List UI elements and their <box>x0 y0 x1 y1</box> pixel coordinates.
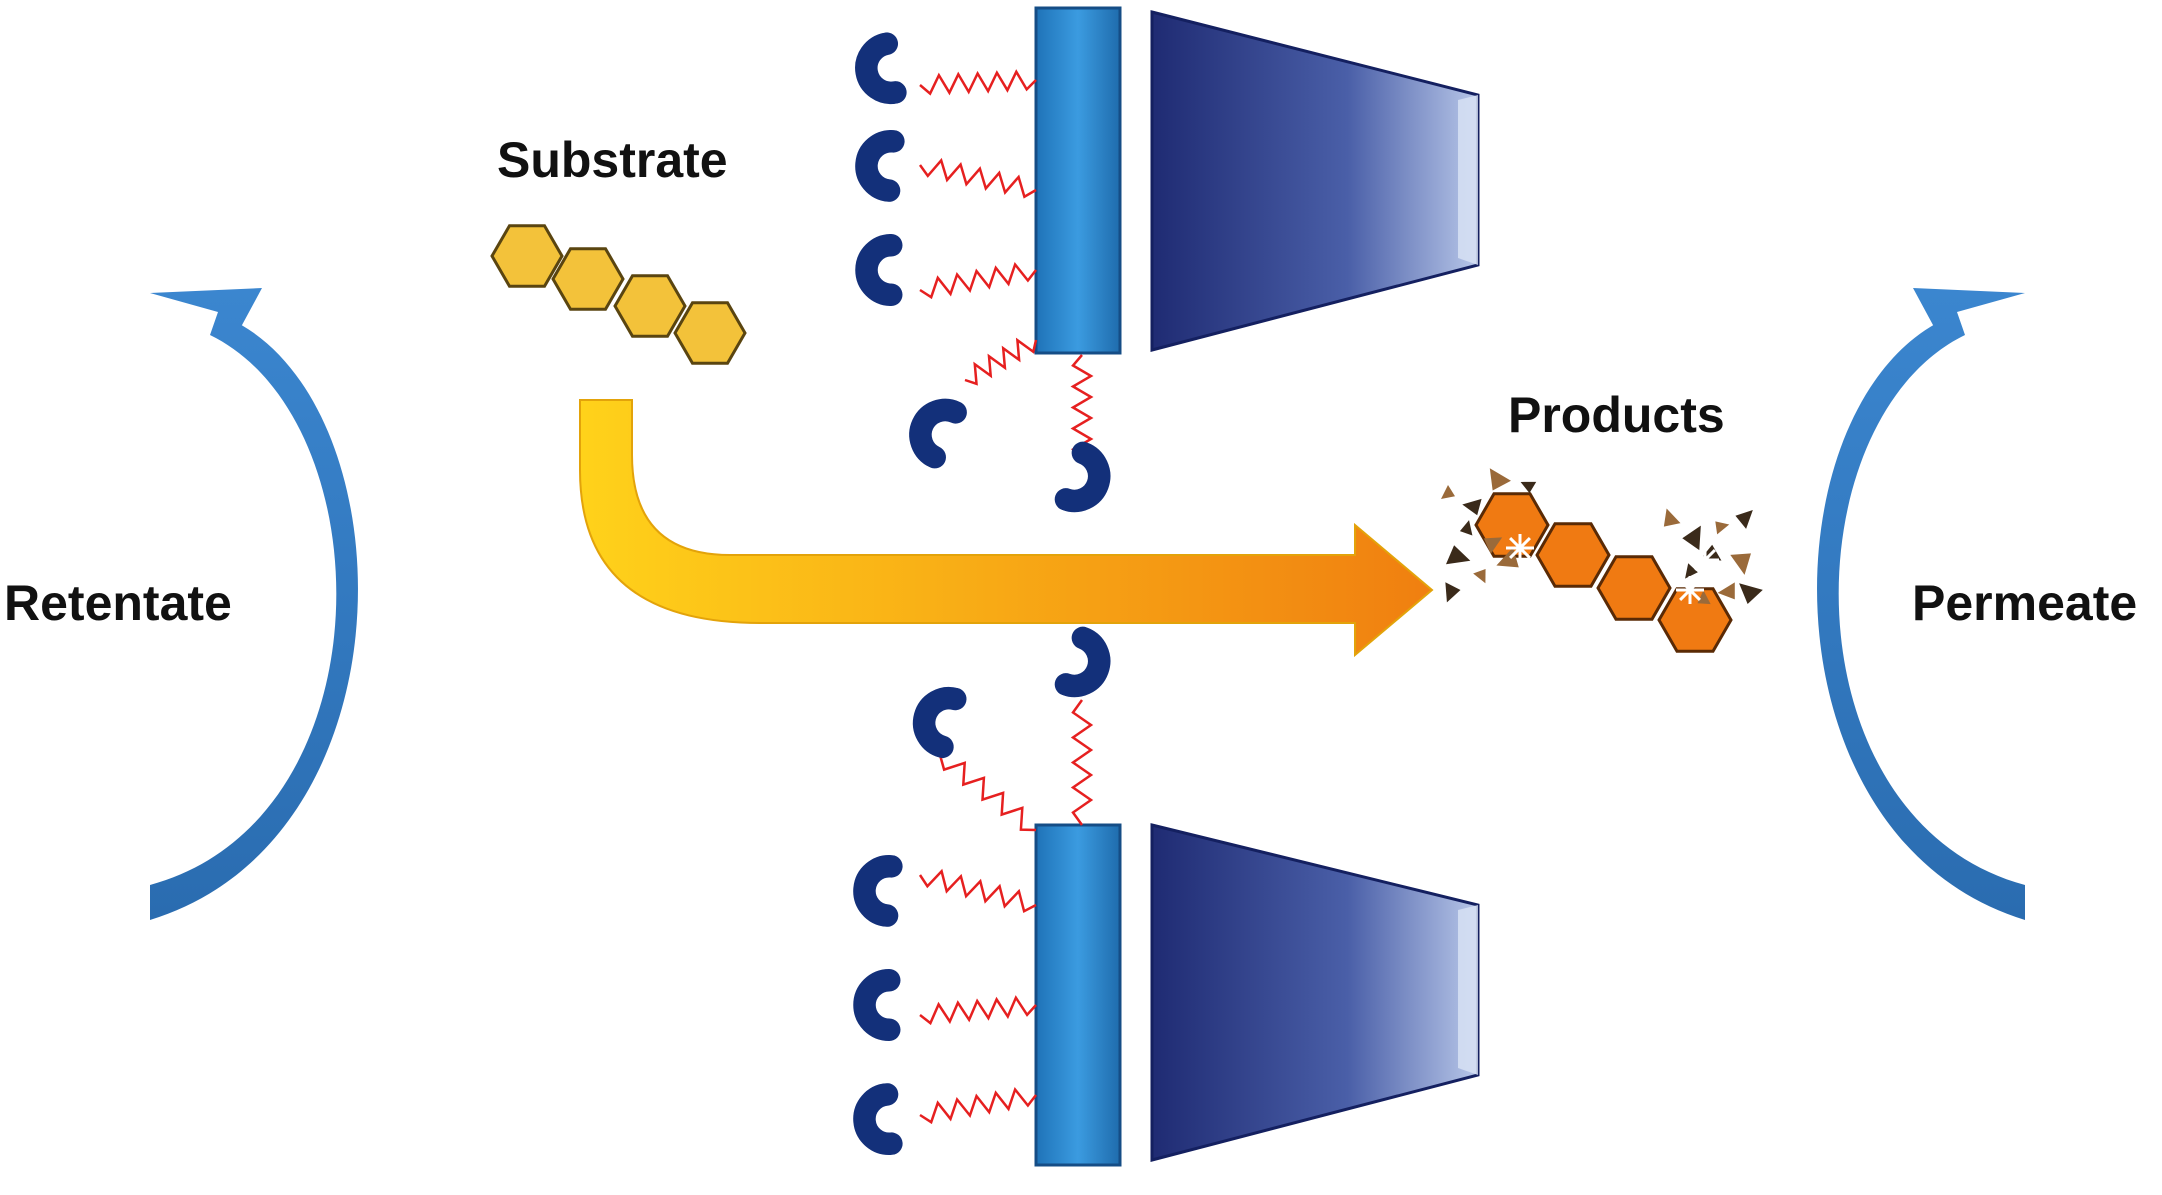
fragment-icon <box>1473 569 1486 584</box>
enzyme-icon <box>1066 638 1106 693</box>
top-membrane-support <box>1150 10 1480 352</box>
substrate-hexagon-chain <box>490 224 747 365</box>
linker-zigzag <box>964 337 1038 386</box>
fragment-icon <box>1717 582 1735 600</box>
fragment-icon <box>1483 537 1503 554</box>
linker-zigzag <box>1070 699 1094 826</box>
top-membrane-layer <box>1034 6 1122 355</box>
enzyme-icon <box>867 245 892 295</box>
product-fragments <box>1441 468 1763 605</box>
fragment-icon <box>1730 553 1751 575</box>
fragment-icon <box>1697 590 1711 605</box>
fragment-icon <box>1459 520 1473 536</box>
product-hexagon <box>1657 587 1733 653</box>
enzyme-icon <box>862 44 895 97</box>
permeate-label: Permeate <box>1912 575 2138 631</box>
enzyme-icon <box>864 139 893 190</box>
linker-zigzag <box>918 868 1037 914</box>
fragment-icon <box>1520 481 1537 494</box>
linker-zigzag <box>938 754 1037 832</box>
enzyme-icon <box>862 864 891 915</box>
fragment-icon <box>1445 582 1461 603</box>
fragment-icon <box>1663 508 1681 527</box>
bottom-membrane-layer <box>1034 823 1122 1167</box>
fragment-icon <box>1489 468 1511 491</box>
substrate-hexagon <box>551 247 625 311</box>
linker-zigzag <box>919 261 1037 300</box>
substrate-hexagon <box>673 301 747 365</box>
substrate-hexagon <box>490 224 564 288</box>
fragment-icon <box>1739 583 1763 605</box>
linker-zigzag <box>919 1086 1037 1125</box>
product-hexagon <box>1596 555 1672 621</box>
fragment-icon <box>1496 547 1519 568</box>
sparkle-icon <box>1676 576 1704 604</box>
enzyme-icon <box>865 980 890 1030</box>
fragment-icon <box>1445 545 1471 565</box>
enzyme-icon <box>1066 453 1106 508</box>
enzyme-icon <box>862 1094 891 1145</box>
flow-arrow <box>579 399 1434 658</box>
permeate-curved-arrow <box>1817 288 2025 920</box>
fragment-icon <box>1462 498 1482 516</box>
fragment-icon <box>1735 509 1753 529</box>
enzyme-icon <box>919 693 956 747</box>
fragment-icon <box>1682 525 1701 551</box>
retentate-label: Retentate <box>4 575 232 631</box>
fragment-icon <box>1441 485 1455 499</box>
fragment-icon <box>1685 563 1698 579</box>
products-label: Products <box>1508 387 1725 443</box>
sparkle-icon <box>1506 534 1534 562</box>
retentate-curved-arrow <box>150 288 358 920</box>
sparkle-icon <box>1691 546 1719 574</box>
linker-zigzag <box>919 69 1037 96</box>
substrate-label: Substrate <box>497 132 728 188</box>
bottom-membrane-support <box>1150 823 1480 1162</box>
substrate-hexagon <box>613 274 687 338</box>
linker-zigzag <box>919 995 1037 1026</box>
enzyme-icon <box>912 402 955 457</box>
linker-zigzag <box>918 157 1037 199</box>
product-hexagon <box>1535 522 1611 588</box>
fragment-icon <box>1715 521 1730 535</box>
